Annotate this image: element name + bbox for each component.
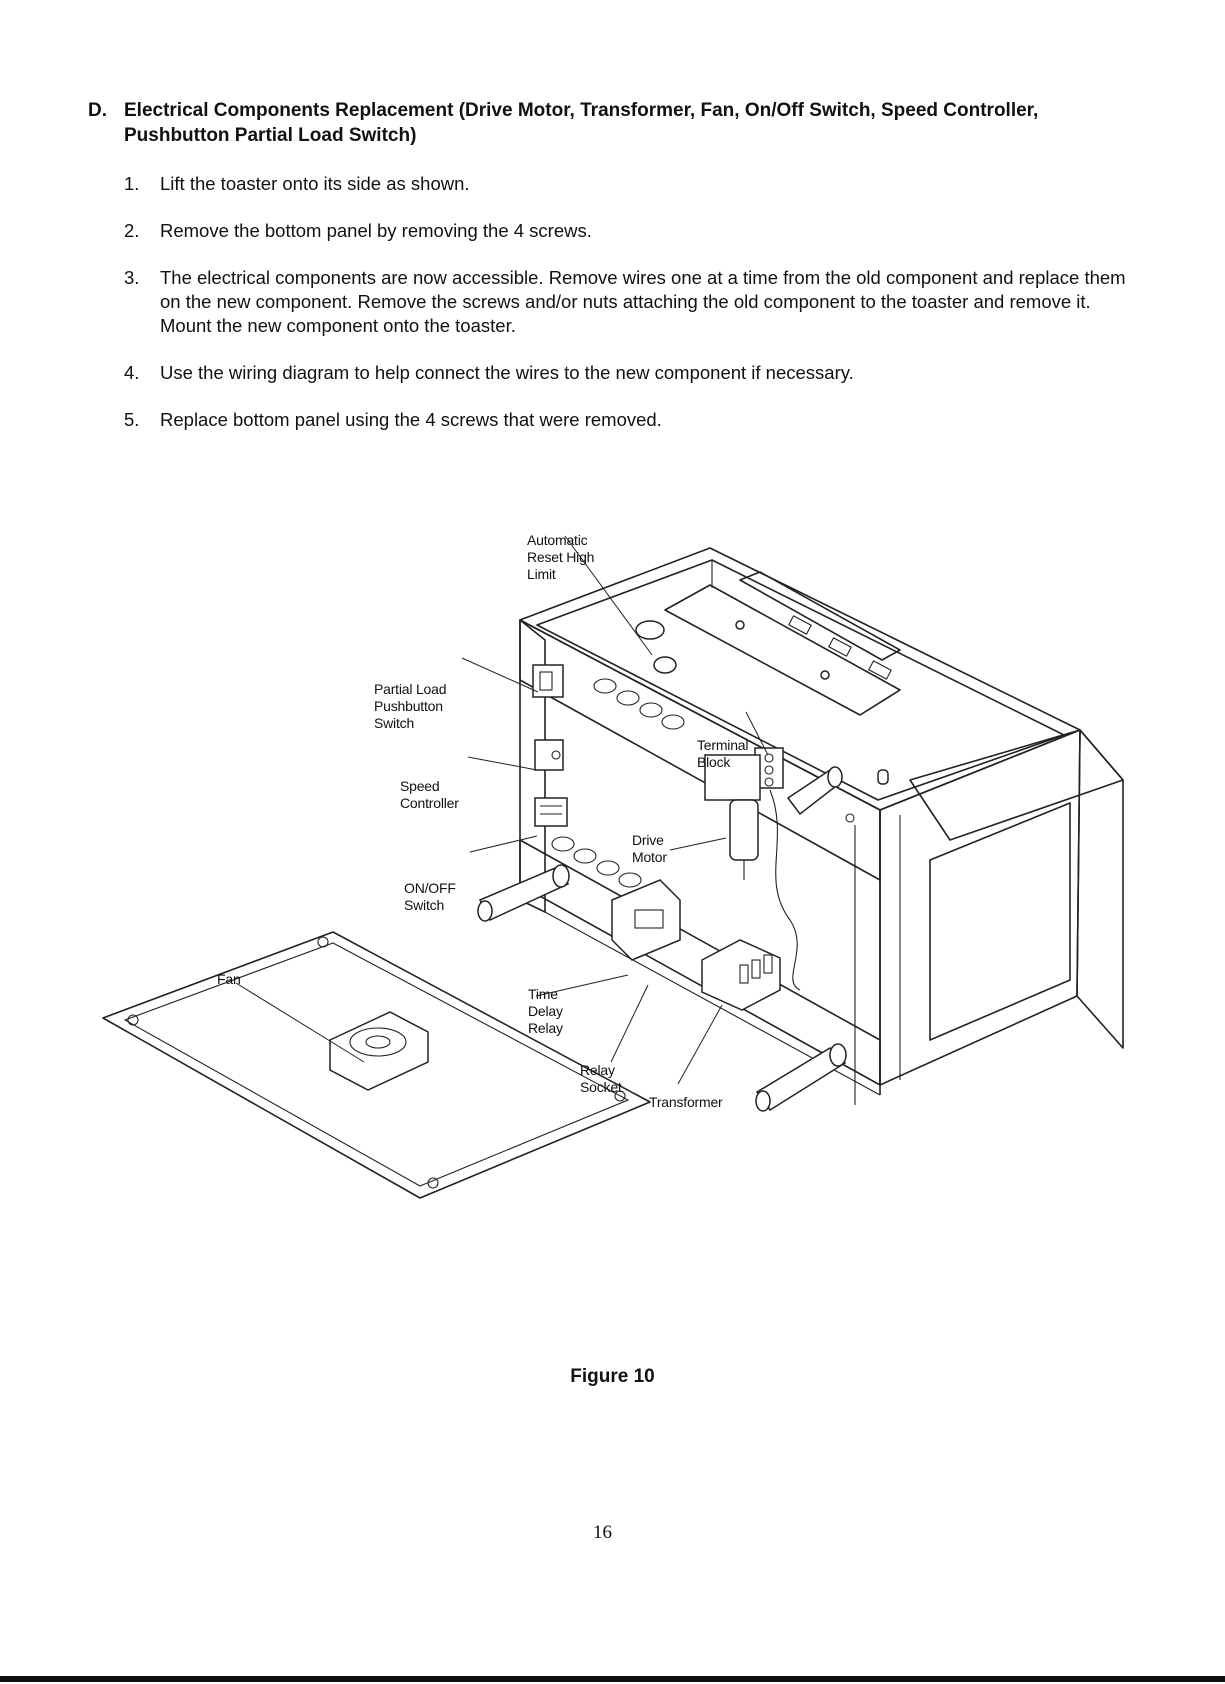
instruction-step: 5. Replace bottom panel using the 4 scre…	[122, 408, 1132, 432]
label-partial-load-pushbutton-switch: Partial Load Pushbutton Switch	[374, 681, 447, 731]
label-on-off-switch: ON/OFF Switch	[404, 880, 456, 913]
instruction-step: 4. Use the wiring diagram to help connec…	[122, 361, 1132, 385]
label-relay-socket: Relay Socket	[580, 1062, 622, 1095]
vent-holes-upper	[593, 678, 685, 730]
step-number: 3.	[124, 267, 140, 288]
scan-bottom-edge	[0, 1676, 1225, 1682]
label-drive-motor: Drive Motor	[632, 832, 667, 865]
section-letter: D.	[88, 100, 107, 121]
toaster-end-housing	[845, 729, 1124, 1105]
top-bumper	[877, 769, 889, 785]
step-number: 4.	[124, 362, 140, 383]
label-automatic-reset-high-limit: Automatic Reset High Limit	[527, 532, 595, 582]
step-text: Use the wiring diagram to help connect t…	[160, 362, 854, 383]
figure-caption: Figure 10	[570, 1366, 655, 1387]
step-number: 1.	[124, 173, 140, 194]
step-text: Lift the toaster onto its side as shown.	[160, 173, 470, 194]
wire-harness	[769, 789, 801, 991]
speed-controller-part	[534, 739, 564, 771]
label-fan: Fan	[217, 971, 241, 987]
instruction-steps: 1. Lift the toaster onto its side as sho…	[122, 172, 1132, 455]
step-number: 5.	[124, 409, 140, 430]
terminal-rails	[664, 571, 901, 716]
peg-right	[755, 1043, 847, 1112]
instruction-step: 1. Lift the toaster onto its side as sho…	[122, 172, 1132, 196]
callout-leaders	[235, 535, 769, 1085]
bottom-panel	[102, 931, 651, 1199]
section-title: Electrical Components Replacement (Drive…	[124, 100, 1039, 146]
step-number: 2.	[124, 220, 140, 241]
label-speed-controller: Speed Controller	[400, 778, 459, 811]
instruction-step: 3. The electrical components are now acc…	[122, 266, 1132, 338]
fan-part	[329, 1011, 429, 1091]
transformer-part	[701, 939, 781, 1011]
step-text: Remove the bottom panel by removing the …	[160, 220, 592, 241]
peg-left	[477, 864, 570, 922]
shaft-knob-upper	[786, 766, 843, 816]
instruction-step: 2. Remove the bottom panel by removing t…	[122, 219, 1132, 243]
toaster-line-drawing	[102, 535, 1124, 1199]
step-text: Replace bottom panel using the 4 screws …	[160, 409, 662, 430]
vent-holes-lower	[551, 836, 642, 888]
on-off-switch-part	[534, 797, 568, 827]
page-number: 16	[593, 1522, 612, 1543]
time-delay-relay-part	[611, 879, 681, 961]
high-limit-thermostat	[635, 620, 677, 674]
section-heading: D. Electrical Components Replacement (Dr…	[88, 98, 1148, 148]
label-time-delay-relay: Time Delay Relay	[528, 986, 563, 1036]
drive-motor-part	[704, 754, 761, 880]
label-transformer: Transformer	[649, 1094, 723, 1110]
step-text: The electrical components are now access…	[160, 267, 1126, 336]
label-terminal-block: Terminal Block	[697, 737, 749, 770]
